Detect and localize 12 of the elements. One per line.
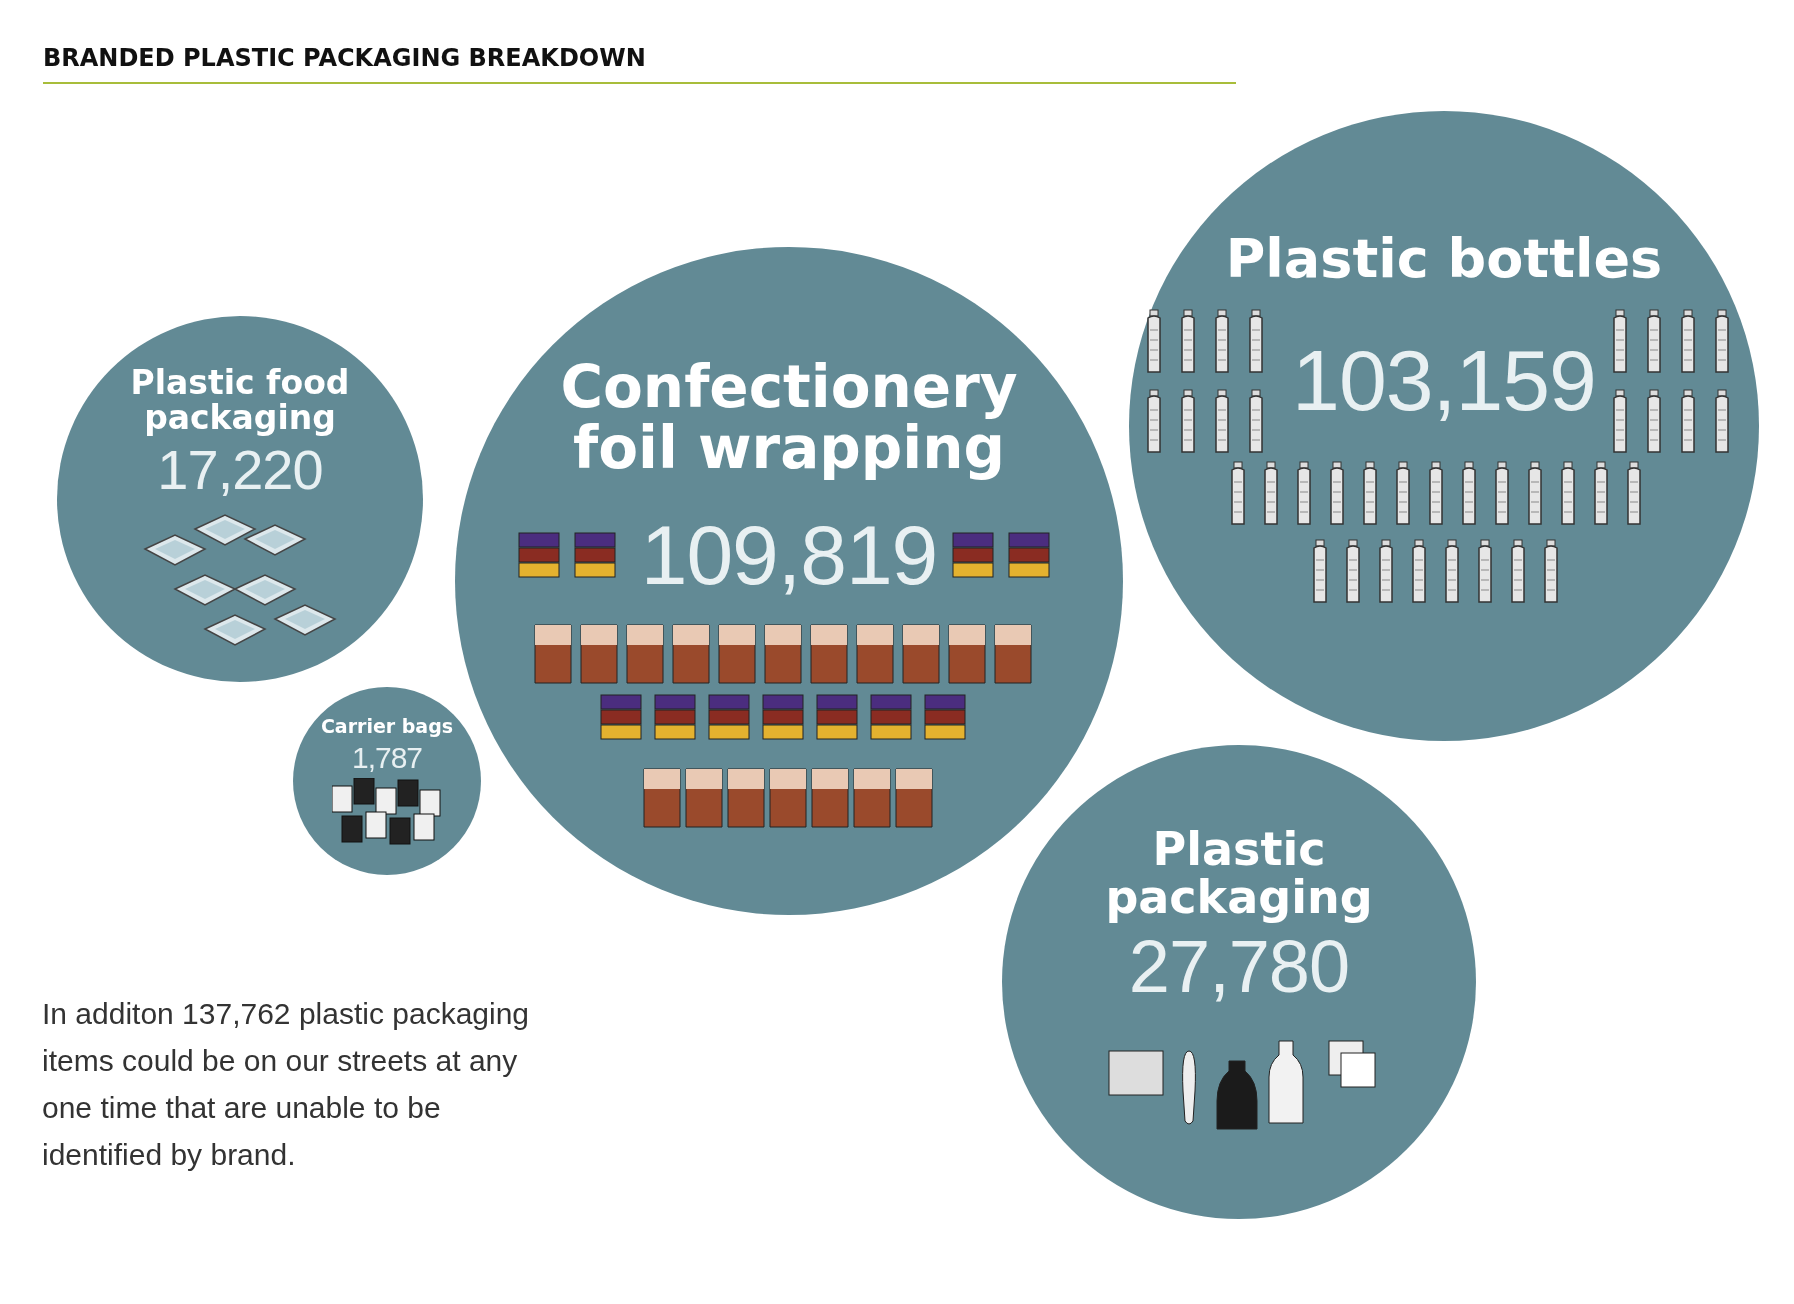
category-heading: Plastic bottles <box>1224 231 1664 288</box>
item-count: 103,159 <box>1292 333 1596 428</box>
category-heading: Plastic food packaging <box>129 366 351 436</box>
item-count: 109,819 <box>640 508 938 602</box>
item-count: 27,780 <box>1128 925 1350 1007</box>
chart-title: BRANDED PLASTIC PACKAGING BREAKDOWN <box>43 44 1236 84</box>
note-text: In additon 137,762 plastic packaging items could be on our streets at any one time that are unable to be identified by brand. <box>42 996 531 1173</box>
category-heading: Carrier bags <box>319 717 455 737</box>
item-count: 17,220 <box>157 439 323 501</box>
item-count: 1,787 <box>351 740 423 774</box>
category-heading: Confectionery foil wrapping <box>559 357 1019 479</box>
category-heading: Plastic packaging <box>1104 825 1374 922</box>
